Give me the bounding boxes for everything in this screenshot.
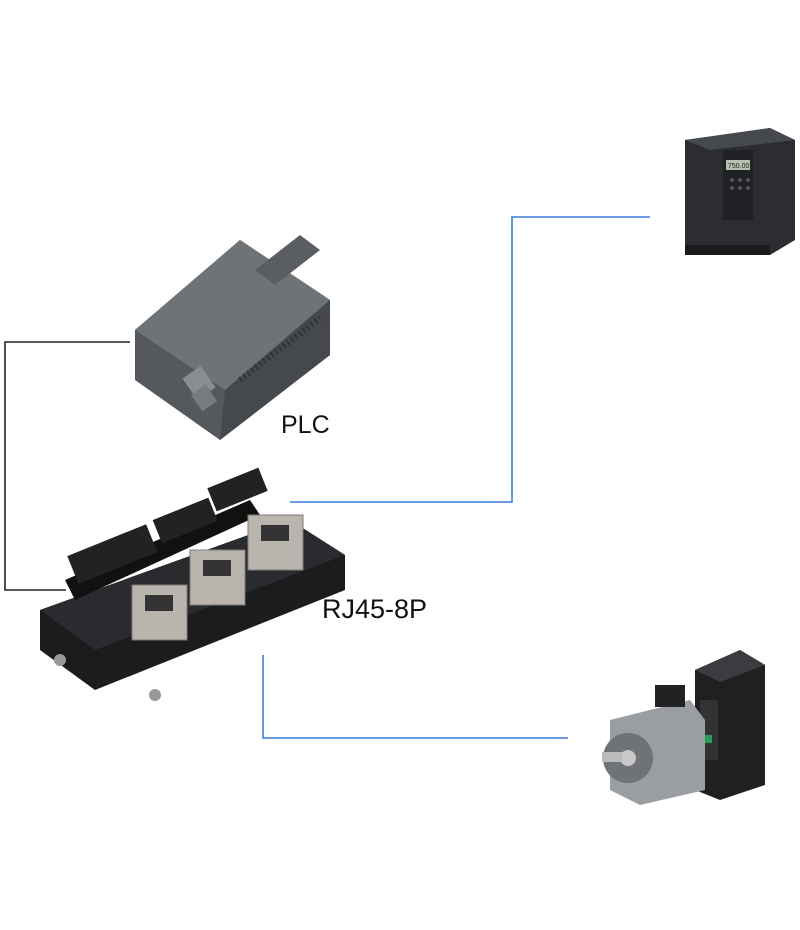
inverter-display-text: 750.00 — [728, 163, 750, 170]
rj45-port — [131, 514, 304, 641]
servo-connection-line — [262, 655, 568, 739]
rj45-terminal-block-image — [40, 467, 345, 701]
plc-connection-line — [4, 341, 130, 591]
inverter-device-image: 750.00 — [685, 128, 795, 255]
servo-system-image — [602, 650, 765, 805]
inverter-connection-line — [290, 216, 650, 503]
plc-device-image — [135, 235, 330, 440]
rj45-label: RJ45-8P — [322, 594, 428, 624]
plc-label: PLC — [281, 411, 330, 439]
